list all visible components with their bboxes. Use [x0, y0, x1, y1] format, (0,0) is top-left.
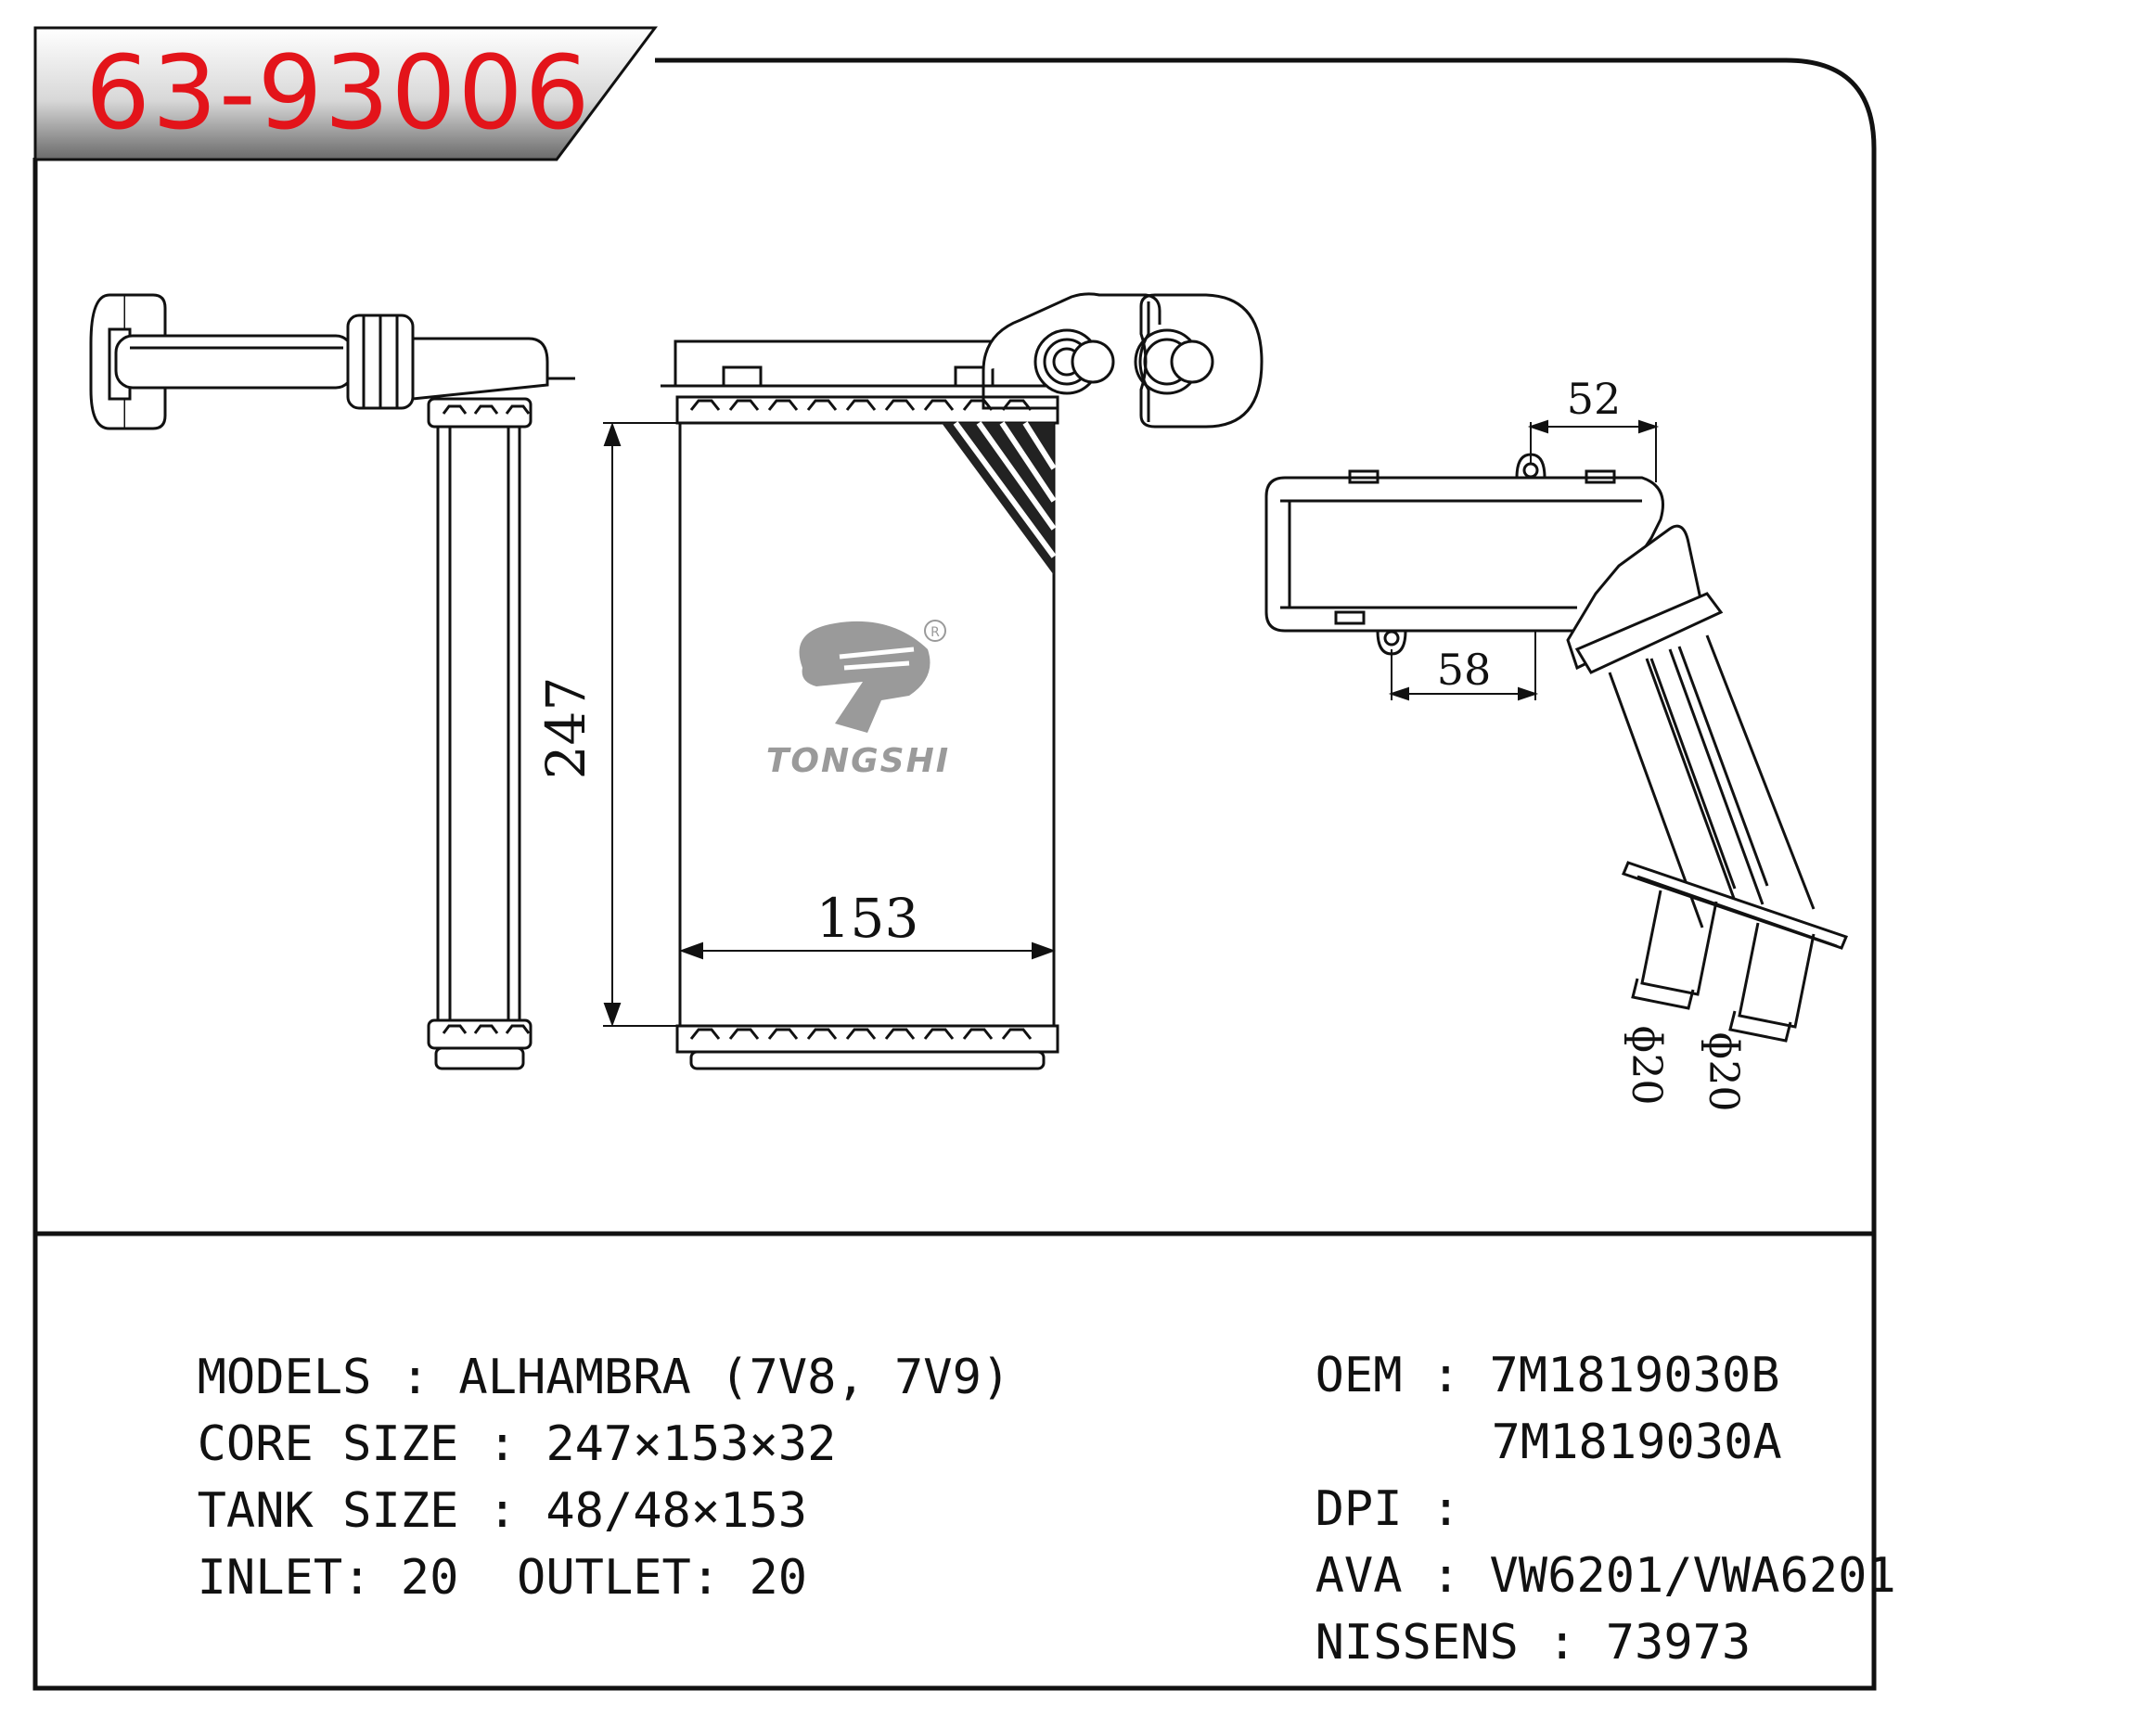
- spec-sep: :: [1402, 1481, 1461, 1537]
- spec-sep: :: [371, 1350, 459, 1405]
- spec-label: OEM: [1315, 1348, 1403, 1403]
- spec-sep: :: [458, 1416, 546, 1472]
- tongshi-logo: R TONGSHI: [766, 620, 950, 780]
- spec-value: 20 OUTLET: 20: [400, 1550, 808, 1606]
- dim-52-label: 52: [1567, 374, 1622, 424]
- spec-value: 7M1819030B: [1489, 1348, 1780, 1403]
- spec-value: VW6201/VWA6201: [1489, 1548, 1896, 1604]
- spec-dpi: DPI :: [1257, 1426, 1461, 1537]
- spec-core-size: CORE SIZE : 247×153×32: [139, 1361, 837, 1472]
- spec-value: 73973: [1605, 1615, 1752, 1671]
- spec-sep: :: [342, 1550, 401, 1606]
- spec-oem-alt: 7M1819030A: [1433, 1359, 1782, 1470]
- spec-sep: :: [458, 1483, 546, 1539]
- spec-value: ALHAMBRA (7V8, 7V9): [458, 1350, 1011, 1405]
- spec-label: TANK SIZE: [197, 1483, 459, 1539]
- dim-153-label: 153: [816, 887, 919, 950]
- part-number-title: 63-93006: [85, 33, 592, 152]
- dim-58-label: 58: [1437, 645, 1492, 695]
- spec-nissens: NISSENS : 73973: [1257, 1559, 1752, 1671]
- spec-sep: :: [1402, 1348, 1490, 1403]
- spec-label: CORE SIZE: [197, 1416, 459, 1472]
- front-view: [661, 292, 1264, 1070]
- spec-models: MODELS : ALHAMBRA (7V8, 7V9): [139, 1294, 1011, 1405]
- outlet-diameter-label: ɸ20: [1700, 1031, 1747, 1111]
- spec-ava: AVA : VW6201/VWA6201: [1257, 1492, 1896, 1604]
- spec-inlet-outlet: INLET: 20 OUTLET: 20: [139, 1494, 807, 1606]
- pipe-view: [1264, 453, 1849, 1043]
- spec-sep: :: [1402, 1548, 1490, 1604]
- inlet-diameter-label: ɸ20: [1623, 1025, 1670, 1105]
- spec-label: NISSENS: [1315, 1615, 1519, 1671]
- spec-label: DPI: [1315, 1481, 1403, 1537]
- dimension-core-height: 247: [534, 422, 677, 1027]
- spec-label: MODELS: [197, 1350, 372, 1405]
- spec-value: 247×153×32: [545, 1416, 837, 1472]
- dimension-58: 58: [1388, 631, 1539, 701]
- dim-247-label: 247: [534, 677, 597, 780]
- spec-tank-size: TANK SIZE : 48/48×153: [139, 1428, 807, 1539]
- spec-value: 7M1819030A: [1491, 1415, 1782, 1470]
- dimension-52: 52: [1527, 374, 1660, 482]
- title-banner: [33, 26, 658, 161]
- spec-label: AVA: [1315, 1548, 1403, 1604]
- spec-value: 48/48×153: [545, 1483, 808, 1539]
- side-view: [89, 293, 575, 1070]
- dimension-core-width: 153: [679, 887, 1056, 960]
- sheet-frame: [32, 58, 1877, 1691]
- spec-sep: :: [1518, 1615, 1606, 1671]
- spec-label: INLET: [197, 1550, 343, 1606]
- registered-mark-icon: [924, 620, 946, 642]
- brand-logo-text: TONGSHI: [766, 742, 950, 780]
- svg-text:R: R: [930, 625, 940, 640]
- spec-oem: OEM : 7M1819030B: [1257, 1292, 1780, 1403]
